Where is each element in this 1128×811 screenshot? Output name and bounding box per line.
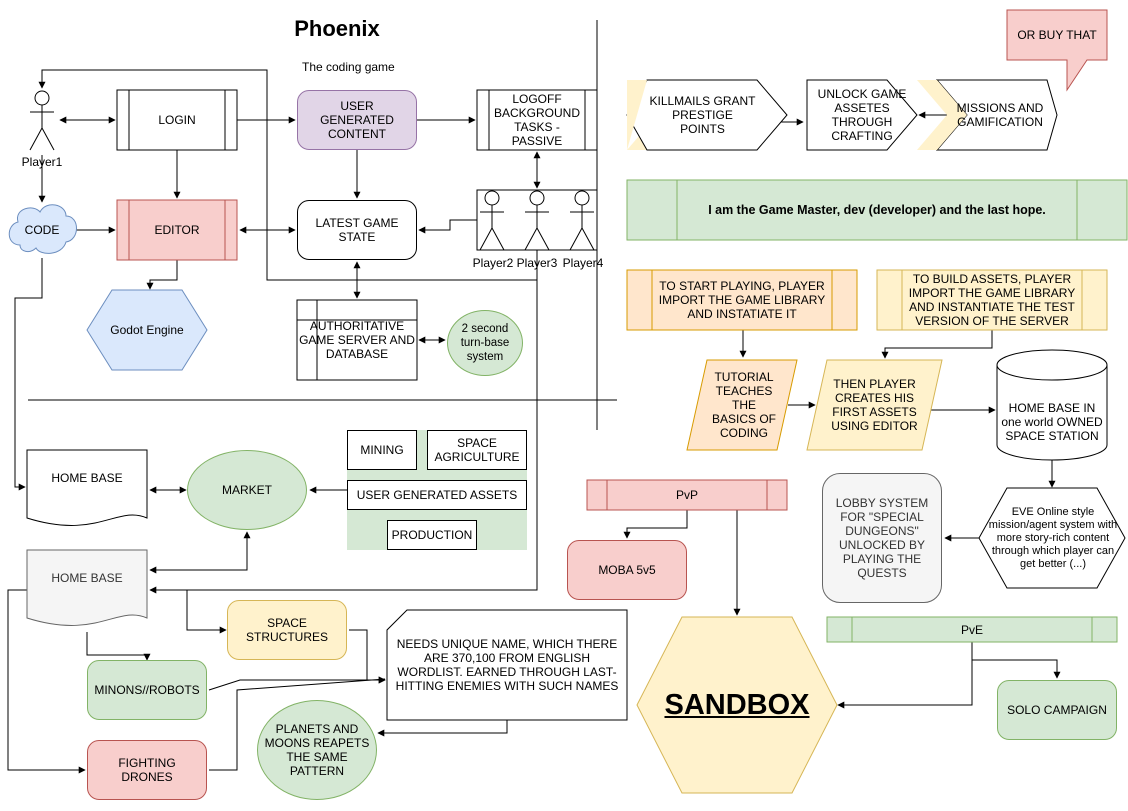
unique-name-node: NEEDS UNIQUE NAME, WHICH THERE ARE 370,1… [395, 637, 619, 693]
auth-server-node: AUTHORITATIVE GAME SERVER AND DATABASE [299, 319, 415, 361]
sandbox-hexagon [636, 616, 838, 794]
game-master-node: I am the Game Master, dev (developer) an… [708, 203, 1046, 217]
sandbox-node: SANDBOX [664, 689, 810, 721]
moba-node: MOBA 5v5 [567, 540, 687, 600]
ugc-node: USER GENERATED CONTENT [297, 90, 417, 150]
pvp-node: PvP [675, 488, 698, 502]
code-node: CODE [24, 223, 60, 237]
space-structures-node: SPACE STRUCTURES [227, 600, 347, 660]
logoff-node: LOGOFF BACKGROUND TASKS - PASSIVE [493, 92, 580, 148]
killmails-node: KILLMAILS GRANT PRESTIGE POINTS [649, 94, 756, 136]
home-base-doc-2 [26, 549, 148, 626]
or-buy-node: OR BUY THAT [1017, 28, 1097, 42]
latest-state-node: LATEST GAME STATE [297, 200, 417, 260]
editor-node: EDITOR [154, 223, 200, 237]
solo-campaign-node: SOLO CAMPAIGN [997, 680, 1117, 740]
mining-node: MINING [347, 430, 417, 470]
space-agri-node: SPACE AGRICULTURE [427, 430, 527, 470]
minions-node: MINONS//ROBOTS [87, 660, 207, 720]
home-base-1-node: HOME BASE [51, 471, 123, 485]
tutorial-node: TUTORIAL TEACHES THE BASICS OF CODING [711, 370, 776, 440]
godot-hexagon [86, 289, 208, 371]
build-assets-node: TO BUILD ASSETS, PLAYER IMPORT THE GAME … [908, 272, 1076, 328]
lobby-node: LOBBY SYSTEM FOR "SPECIAL DUNGEONS" UNLO… [822, 473, 942, 603]
home-base-2-node: HOME BASE [51, 571, 123, 585]
player1-figure [29, 90, 55, 151]
player2-label: Player2 [472, 256, 514, 270]
home-station-node: HOME BASE IN one world OWNED SPACE STATI… [1001, 401, 1103, 443]
godot-node: Godot Engine [110, 323, 184, 337]
pve-node: PvE [960, 622, 983, 637]
market-node: MARKET [187, 450, 307, 530]
player1-label: Player1 [21, 155, 63, 169]
player4-figure [569, 190, 595, 251]
home-base-doc-1 [26, 449, 148, 526]
player2-figure [479, 190, 505, 251]
ug-assets-node: USER GENERATED ASSETS [347, 480, 527, 510]
start-playing-node: TO START PLAYING, PLAYER IMPORT THE GAME… [658, 279, 826, 321]
eve-online-node: EVE Online style mission/agent system wi… [988, 505, 1118, 570]
missions-node: MISSIONS AND GAMIFICATION [956, 101, 1044, 129]
unique-name-card [386, 609, 628, 721]
planets-node: PLANETS AND MOONS REAPETS THE SAME PATTE… [257, 700, 377, 800]
unlock-assets-node: UNLOCK GAME ASSETES THROUGH CRAFTING [817, 87, 907, 143]
or-buy-callout [1006, 9, 1108, 92]
page-subtitle: The coding game [302, 60, 395, 74]
fighting-drones-node: FIGHTING DRONES [87, 740, 207, 800]
player3-figure [524, 190, 550, 251]
production-node: PRODUCTION [387, 520, 477, 550]
code-cloud [8, 204, 77, 254]
turn-base-node: 2 second turn-base system [447, 310, 523, 376]
login-node: LOGIN [158, 113, 196, 127]
player3-label: Player3 [516, 256, 558, 270]
first-assets-node: THEN PLAYER CREATES HIS FIRST ASSETS USI… [831, 377, 918, 433]
player4-label: Player4 [562, 256, 604, 270]
page-title: Phoenix [294, 16, 380, 41]
